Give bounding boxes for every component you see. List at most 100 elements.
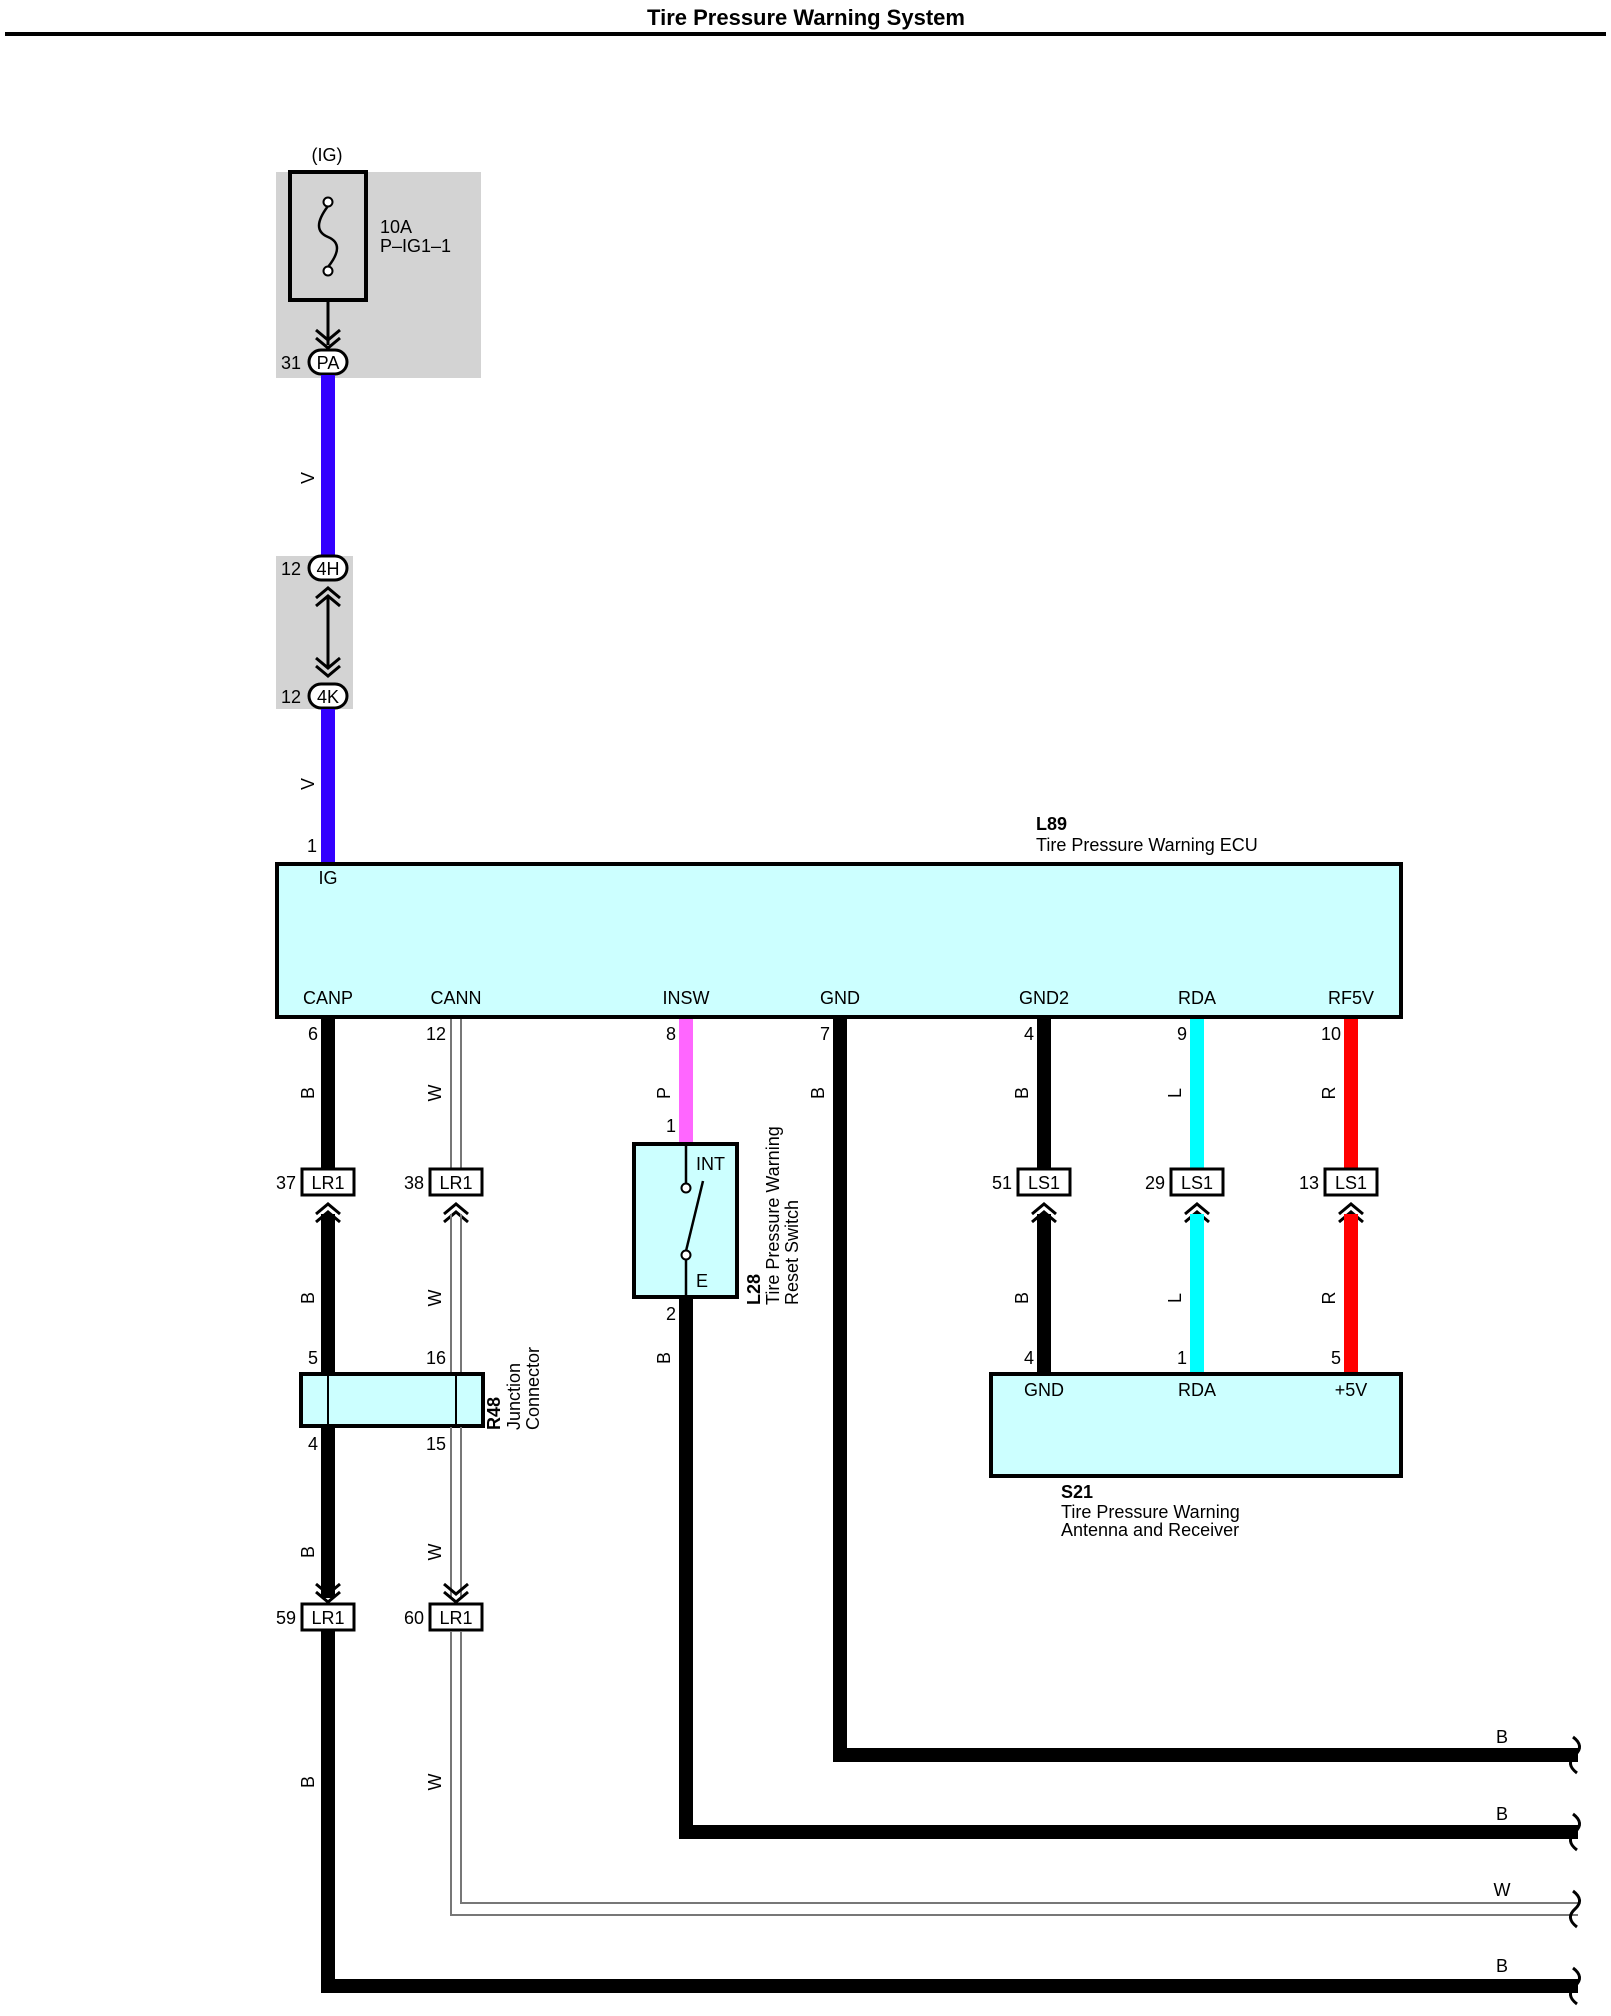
wire-gnd-vlabel: B <box>808 1087 828 1099</box>
connector-ls1-29-pin: 29 <box>1145 1173 1165 1193</box>
connector-pa-name: PA <box>317 353 340 373</box>
lr1-60-chevron-icon <box>442 1582 470 1604</box>
wire-rda-2-label: L <box>1165 1293 1185 1303</box>
junction-pin-5: 5 <box>308 1348 318 1368</box>
wire-canp-bottom-vlabel: B <box>298 1776 318 1788</box>
connector-ls1-51-pin: 51 <box>992 1173 1012 1193</box>
switch-contact-bottom <box>680 1249 692 1261</box>
receiver-pin-number-5v: 5 <box>1331 1348 1341 1368</box>
connector-lr1-38-name: LR1 <box>439 1173 472 1193</box>
junction-connector-box <box>299 1372 485 1428</box>
wire-canp-bottom <box>321 1631 1578 1993</box>
connector-lr1-60-name: LR1 <box>439 1608 472 1628</box>
ecu-name: Tire Pressure Warning ECU <box>1036 835 1258 855</box>
break-mark-icon <box>1569 1735 1581 1775</box>
wire-switch-ground-label: B <box>1496 1804 1508 1824</box>
wire-v-2-label: V <box>298 778 318 790</box>
junction-pin-16: 16 <box>426 1348 446 1368</box>
connector-4h-name: 4H <box>316 559 339 579</box>
fuse-terminal-bottom <box>322 265 334 277</box>
connector-ls1-13-name: LS1 <box>1335 1173 1367 1193</box>
connector-pa <box>307 348 349 376</box>
connector-4k-name: 4K <box>317 687 339 707</box>
switch-name-1: Tire Pressure Warning <box>763 1126 783 1305</box>
connector-lr1-38 <box>428 1167 484 1197</box>
ecu-pin-label-insw: INSW <box>663 988 710 1008</box>
receiver-name-1: Tire Pressure Warning <box>1061 1502 1240 1522</box>
connector-ls1-29-name: LS1 <box>1181 1173 1213 1193</box>
ecu-pin-number-rf5v: 10 <box>1321 1024 1341 1044</box>
connector-lr1-37 <box>300 1167 356 1197</box>
wire-canp-1-label: B <box>298 1087 318 1099</box>
fuse-icon <box>317 205 339 268</box>
wire-gnd <box>833 1019 1578 1762</box>
receiver-pin-label-gnd: GND <box>1024 1380 1064 1400</box>
wire-cann-bottom-a <box>450 1631 1578 1916</box>
fuse-name: P–IG1–1 <box>380 236 451 256</box>
ecu-box <box>275 862 1403 1019</box>
receiver-pin-number-rda: 1 <box>1177 1348 1187 1368</box>
receiver-code: S21 <box>1061 1482 1093 1502</box>
ecu-pin-number-gnd2: 4 <box>1024 1024 1034 1044</box>
connector-ls1-29 <box>1169 1167 1225 1197</box>
switch-name-2: Reset Switch <box>782 1200 802 1305</box>
connector-lr1-37-name: LR1 <box>311 1173 344 1193</box>
connector-lr1-38-pin: 38 <box>404 1173 424 1193</box>
ecu-code: L89 <box>1036 814 1067 834</box>
wire-rda-1-label: L <box>1165 1088 1185 1098</box>
ecu-pin-number-gnd: 7 <box>820 1024 830 1044</box>
wire-cann-bottom-label: W <box>1494 1880 1511 1900</box>
switch-label-int: INT <box>696 1154 725 1174</box>
switch-code: L28 <box>744 1274 764 1305</box>
connector-ls1-13-pin: 13 <box>1299 1173 1319 1193</box>
page-title: Tire Pressure Warning System <box>647 5 965 30</box>
receiver-pin-label-rda: RDA <box>1178 1380 1216 1400</box>
wire-canp-3-label: B <box>298 1546 318 1558</box>
switch-label-e: E <box>696 1271 708 1291</box>
wire-switch-ground <box>679 1298 1578 1839</box>
lr1-38-chevron-icon <box>442 1202 470 1224</box>
receiver-pin-number-gnd: 4 <box>1024 1348 1034 1368</box>
break-mark-icon <box>1569 1812 1581 1852</box>
fuse-rating: 10A <box>380 217 412 237</box>
connector-lr1-59 <box>300 1602 356 1632</box>
wire-gnd2-2-label: B <box>1012 1292 1032 1304</box>
connector-lr1-37-pin: 37 <box>276 1173 296 1193</box>
wire-cann-bottom-b <box>460 1631 1578 1904</box>
connector-pa-pin: 31 <box>281 353 301 373</box>
wire-gnd-label: B <box>1496 1727 1508 1747</box>
connector-lr1-60-pin: 60 <box>404 1608 424 1628</box>
junction-code: R48 <box>484 1397 504 1430</box>
break-mark-icon <box>1569 1889 1581 1929</box>
ecu-pin-label-rda: RDA <box>1178 988 1216 1008</box>
fuse-terminal-top <box>322 196 334 208</box>
wire-cann-bottom-vlabel: W <box>425 1774 445 1791</box>
ecu-pin-number-cann: 12 <box>426 1024 446 1044</box>
receiver-box <box>989 1372 1403 1478</box>
connector-4h <box>307 554 349 582</box>
wire-cann-3-label: W <box>425 1544 445 1561</box>
junction-name-1: Junction <box>504 1363 524 1430</box>
ecu-pin-label-rf5v: RF5V <box>1328 988 1374 1008</box>
fuse-block-shade <box>276 172 481 378</box>
break-mark-icon <box>1569 1966 1581 2006</box>
ecu-pin-number-insw: 8 <box>666 1024 676 1044</box>
switch-pin-bottom: 2 <box>666 1304 676 1324</box>
connector-4k <box>307 682 349 710</box>
junction-pin-15: 15 <box>426 1434 446 1454</box>
wire-switch-ground-vlabel: B <box>654 1352 674 1364</box>
junction-name-2: Connector <box>523 1347 543 1430</box>
ecu-top-pin-number: 1 <box>307 836 317 856</box>
ecu-pin-label-canp: CANP <box>303 988 353 1008</box>
connector-lr1-59-name: LR1 <box>311 1608 344 1628</box>
wire-gnd2-1-label: B <box>1012 1087 1032 1099</box>
receiver-pin-label-5v: +5V <box>1335 1380 1368 1400</box>
ecu-pin-label-cann: CANN <box>430 988 481 1008</box>
wire-rf5v-2-label: R <box>1319 1292 1339 1305</box>
connector-lr1-60 <box>428 1602 484 1632</box>
connector-ls1-13 <box>1323 1167 1379 1197</box>
connector-ls1-51 <box>1016 1167 1072 1197</box>
wire-cann-2-label: W <box>425 1290 445 1307</box>
switch-pin-top: 1 <box>666 1116 676 1136</box>
